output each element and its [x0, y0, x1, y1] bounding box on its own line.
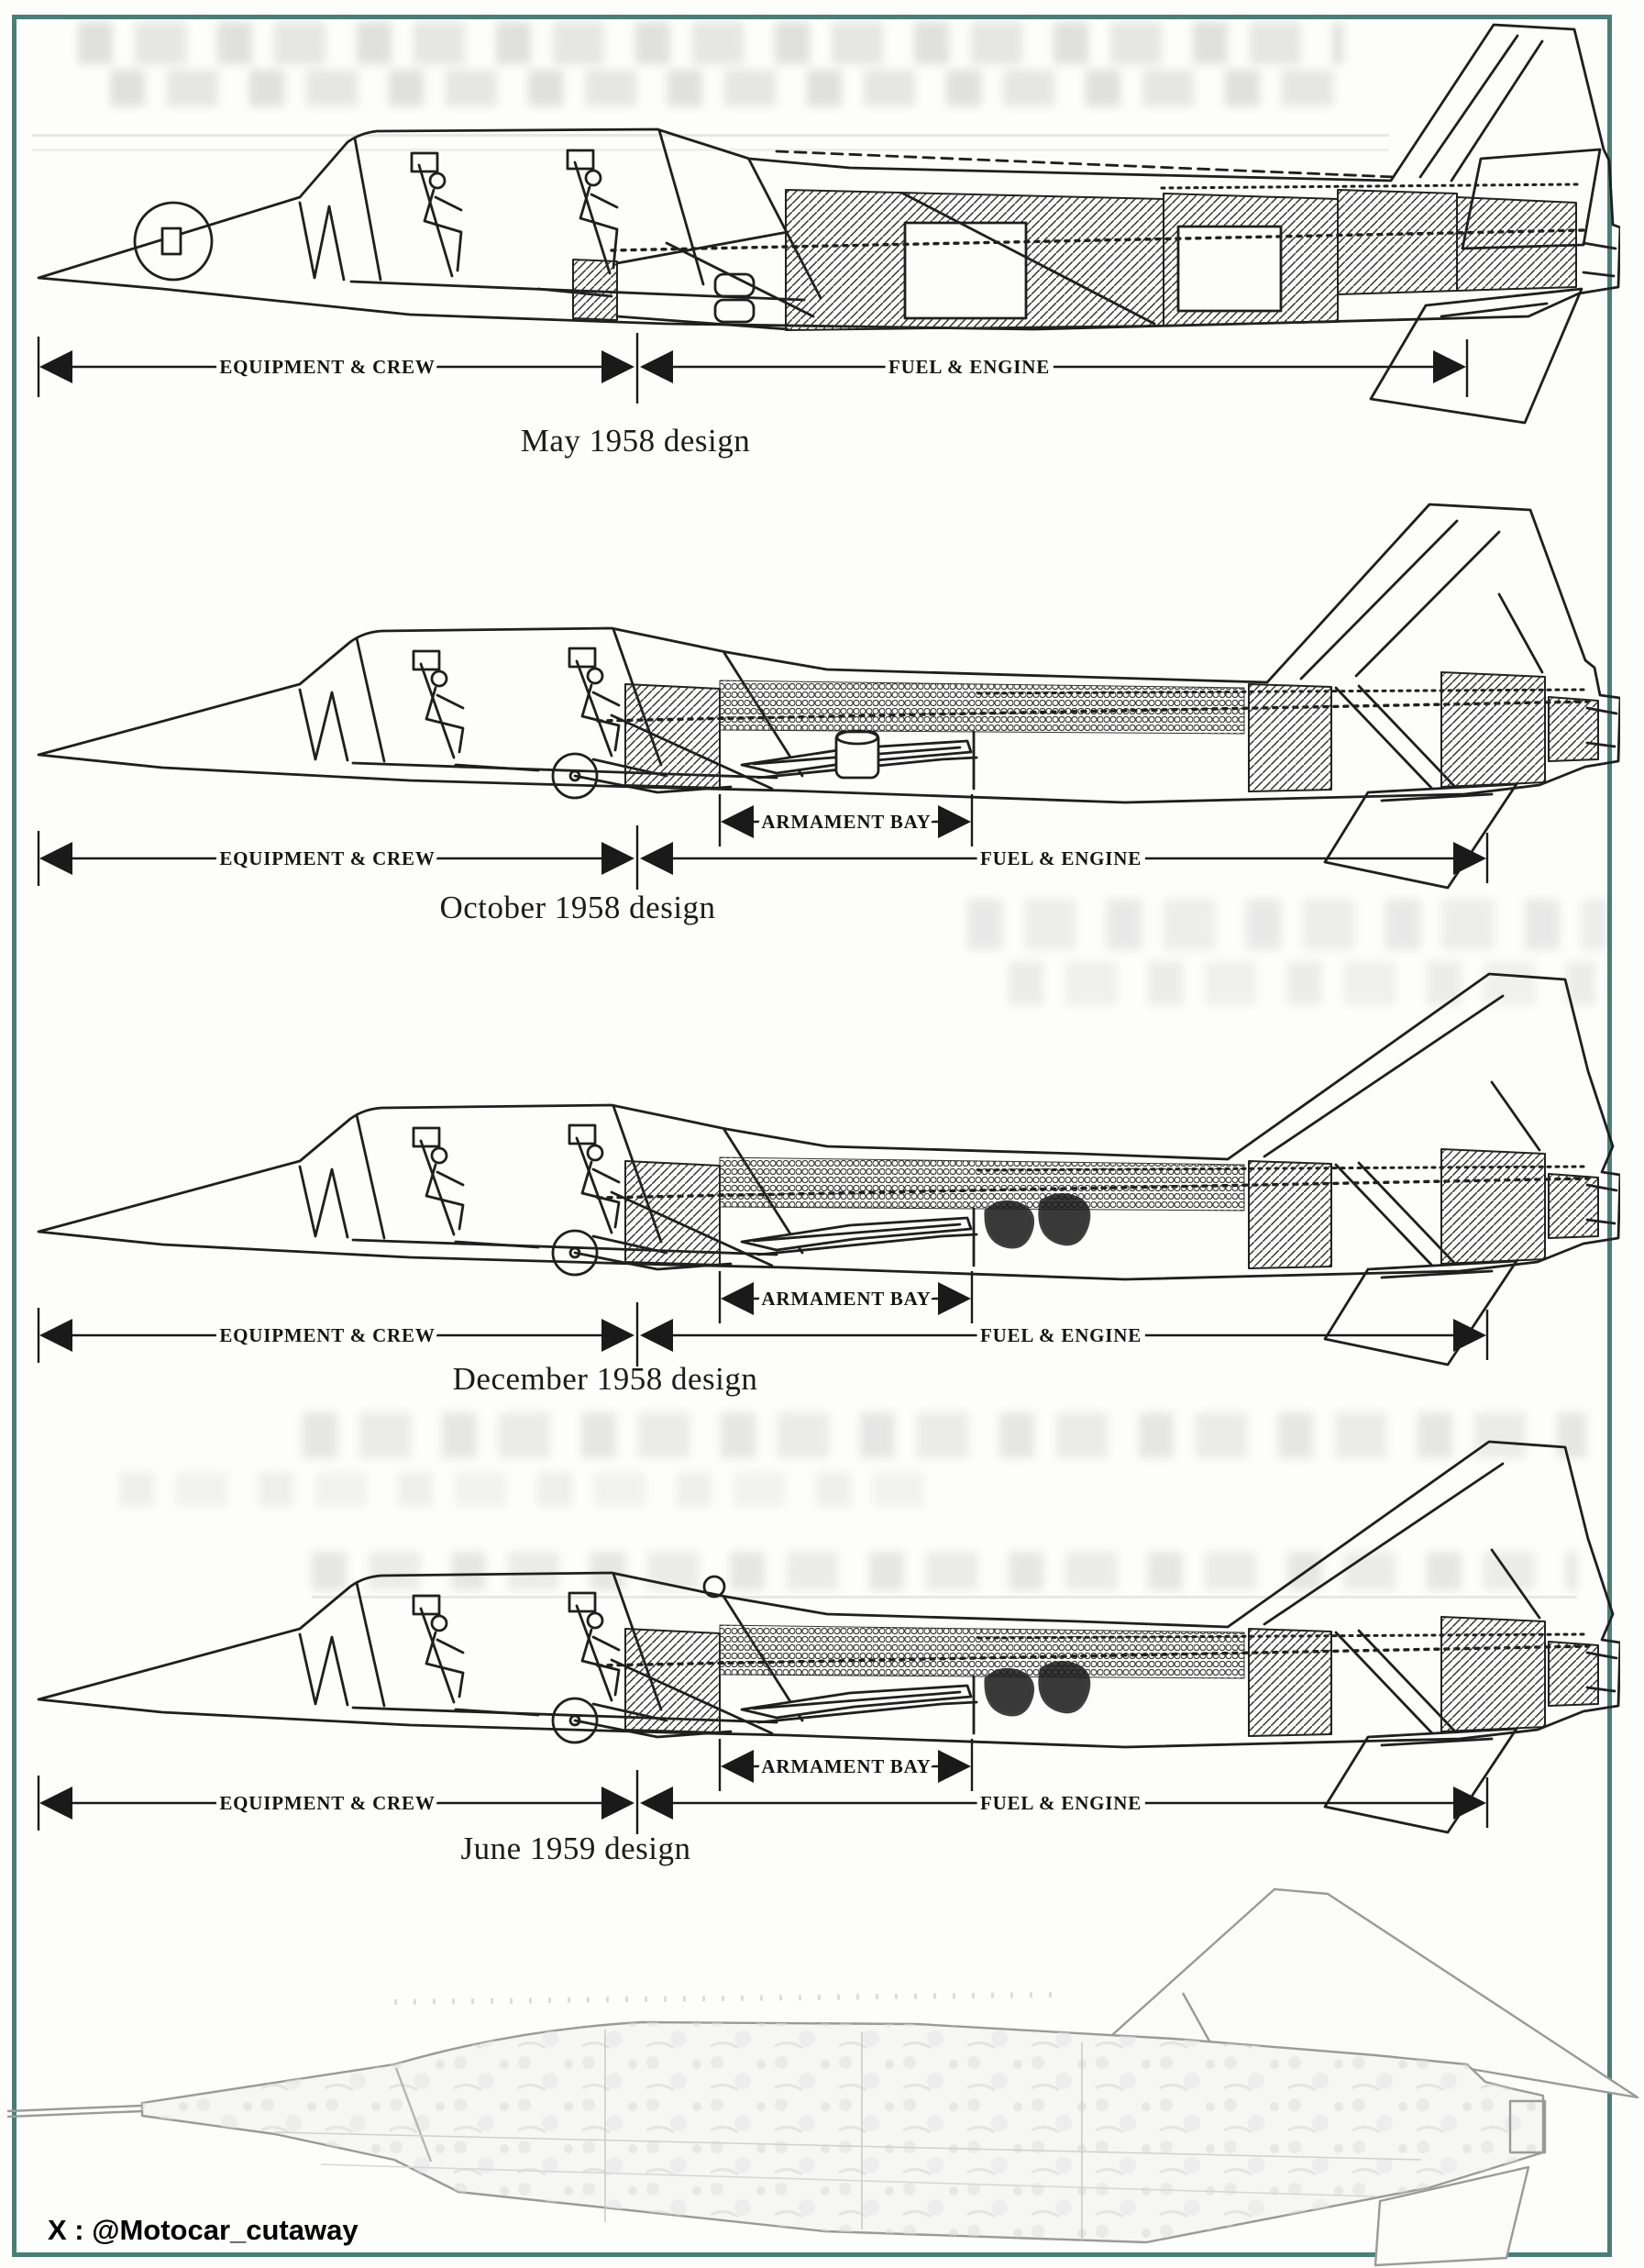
aircraft-cutaway-june-1959: ARMAMENT BAY EQUIPMENT & CREW FUEL & ENG…	[37, 1440, 1620, 1834]
dimension-label-armament-bay: ARMAMENT BAY	[761, 1288, 931, 1310]
dimension-annotations: ARMAMENT BAY EQUIPMENT & CREW FUEL & ENG…	[37, 1739, 1489, 1834]
aircraft-cutaway-december-1958: ARMAMENT BAY EQUIPMENT & CREW FUEL & ENG…	[37, 972, 1620, 1366]
dimension-annotations: EQUIPMENT & CREW FUEL & ENGINE	[37, 333, 1469, 404]
aircraft-cutaway-october-1958: ARMAMENT BAY EQUIPMENT & CREW FUEL & ENG…	[37, 503, 1620, 890]
section-caption: May 1958 design	[520, 423, 751, 459]
dimension-label-armament-bay: ARMAMENT BAY	[761, 811, 931, 833]
dimension-annotations: ARMAMENT BAY EQUIPMENT & CREW FUEL & ENG…	[37, 794, 1489, 890]
dimension-label-fuel-engine: FUEL & ENGINE	[980, 1792, 1142, 1814]
aircraft-cutaway-may-1958: EQUIPMENT & CREW FUEL & ENGINE	[37, 23, 1620, 425]
ghost-text-artifact	[1009, 961, 1595, 1005]
dimension-label-equipment-crew: EQUIPMENT & CREW	[219, 847, 435, 869]
ghost-text-artifact	[967, 899, 1609, 950]
ghost-text-artifact	[312, 1552, 1577, 1590]
ghost-text-artifact	[110, 70, 1343, 106]
ghost-text-artifact	[303, 1412, 1586, 1458]
dimension-label-fuel-engine: FUEL & ENGINE	[980, 847, 1142, 869]
dimension-label-fuel-engine: FUEL & ENGINE	[980, 1324, 1142, 1346]
dimension-label-equipment-crew: EQUIPMENT & CREW	[219, 1792, 435, 1814]
ghost-rule-line	[32, 134, 1389, 137]
faded-cutaway-drawing	[6, 1887, 1639, 2267]
ghost-rule-line	[312, 1596, 1577, 1599]
dimension-label-equipment-crew: EQUIPMENT & CREW	[219, 1324, 435, 1346]
ghost-rule-line	[32, 149, 1389, 151]
dimension-annotations: ARMAMENT BAY EQUIPMENT & CREW FUEL & ENG…	[37, 1271, 1489, 1366]
watermark-credit: X : @Motocar_cutaway	[48, 2214, 359, 2246]
section-caption: October 1958 design	[439, 890, 716, 925]
dimension-label-armament-bay: ARMAMENT BAY	[761, 1755, 931, 1777]
dimension-label-equipment-crew: EQUIPMENT & CREW	[219, 356, 435, 378]
dimension-label-fuel-engine: FUEL & ENGINE	[888, 356, 1050, 378]
ghost-text-artifact	[119, 1472, 944, 1507]
section-caption: June 1959 design	[460, 1831, 691, 1866]
ghost-text-artifact	[78, 22, 1343, 64]
section-caption: December 1958 design	[452, 1361, 758, 1397]
